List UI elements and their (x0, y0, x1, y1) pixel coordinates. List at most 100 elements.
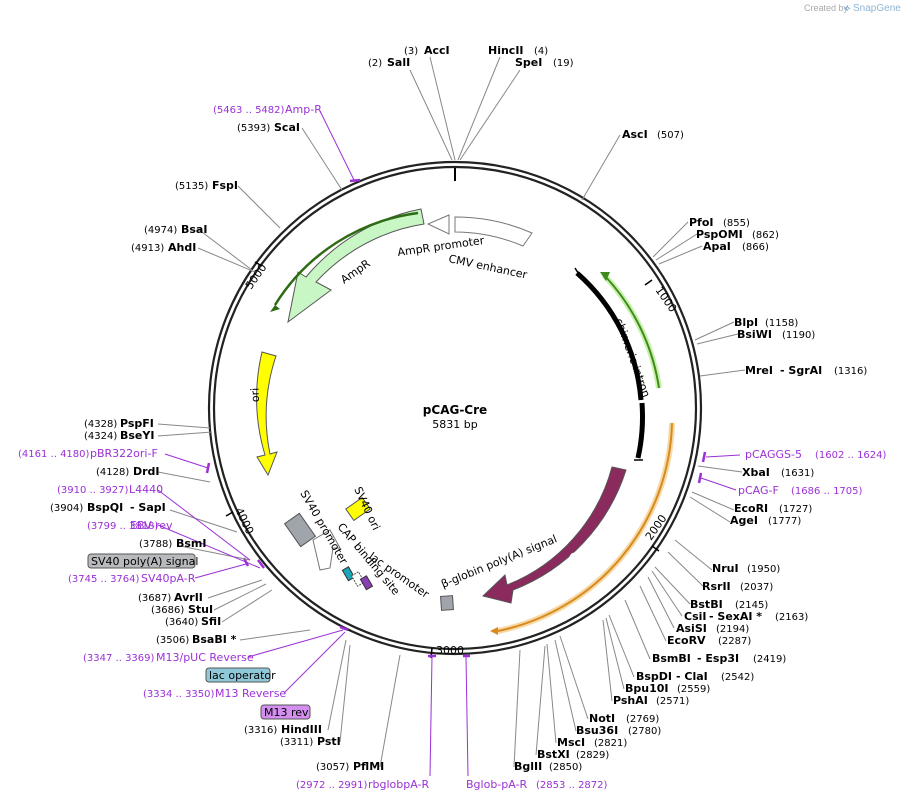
site-bspqi: BspQI (87, 501, 123, 514)
site-hindiii: HindIII (281, 723, 322, 736)
site-ecori: EcoRI (734, 502, 768, 515)
site-noti: NotI (589, 712, 615, 725)
site-scai-pos: (5393) (237, 123, 270, 134)
site-bsai-pos: (4974) (144, 225, 177, 236)
sv40-polya-badge (87, 553, 196, 569)
site-sexai: - SexAI * (709, 610, 762, 623)
lac-promoter-box (350, 571, 366, 587)
primer-sv40par: SV40pA-R (141, 572, 196, 585)
site-msci-pos: (2821) (594, 738, 627, 749)
cmv-enhancer-label: CMV enhancer (447, 252, 528, 281)
ampr-orf-line (273, 211, 419, 306)
site-pshai-pos: (2571) (656, 696, 689, 707)
site-sali: SalI (387, 56, 410, 69)
site-fspi: FspI (212, 179, 238, 192)
svg-text:3000: 3000 (436, 644, 464, 657)
site-asci: AscI (622, 128, 648, 141)
site-bstbi: BstBI (690, 598, 723, 611)
site-drdi: DrdI (133, 465, 160, 478)
cre-arrow (481, 466, 627, 604)
primer-pcagf-pos: (1686 .. 1705) (791, 486, 863, 497)
ori-label: ori (249, 388, 262, 403)
site-bsai: BsaI (181, 223, 207, 236)
site-bsmbi: BsmBI (652, 652, 691, 665)
site-csii-pos: (2163) (775, 612, 808, 623)
site-pshai: PshAI (613, 694, 648, 707)
site-pflmi: PflMI (353, 760, 384, 773)
ampr-orf-arrowhead (270, 305, 280, 312)
primer-rbglob-pos: (2972 .. 2991) (296, 780, 368, 791)
site-bstxi: BstXI (537, 748, 570, 761)
site-bsmbi-pos: (2419) (753, 654, 786, 665)
site-apai-pos: (866) (742, 242, 769, 253)
ampr-promoter-label: AmpR promoter (397, 234, 486, 259)
sv40-ori-box (345, 496, 371, 522)
site-agei: AgeI (730, 514, 758, 527)
primer-pcaggs5-pos: (1602 .. 1624) (815, 450, 887, 461)
site-bspdi-pos: (2542) (721, 672, 754, 683)
m13-rev-label: M13 rev (264, 706, 309, 719)
primer-ebvrev-pos: (3799 .. 3818) (87, 521, 159, 532)
site-pspomi: PspOMI (696, 228, 743, 241)
site-stui: StuI (188, 603, 213, 616)
site-csii: CsiI (684, 610, 706, 623)
site-sfii-pos: (3640) (165, 617, 198, 628)
site-apai: ApaI (703, 240, 731, 253)
site-nrui-pos: (1950) (747, 564, 780, 575)
site-blpi-pos: (1158) (765, 318, 798, 329)
primer-pbr322-pos: (4161 .. 4180) (18, 449, 90, 460)
site-bpu10i: Bpu10I (625, 682, 669, 695)
plasmid-name: pCAG-Cre (423, 403, 487, 417)
m13-rev-badge (260, 704, 311, 720)
site-acci-pos: (3) (404, 46, 418, 57)
sv40-polya-label: SV40 poly(A) signal (91, 555, 198, 568)
site-nrui: NruI (712, 562, 739, 575)
site-bstxi-pos: (2829) (576, 750, 609, 761)
pcagf-mark (697, 472, 703, 484)
primer-m13r: M13 Reverse (215, 687, 286, 700)
site-ahdi: AhdI (168, 241, 196, 254)
site-drdi-pos: (4128) (96, 467, 129, 478)
site-hincii: HincII (488, 44, 524, 57)
site-bsu36i-pos: (2780) (628, 726, 661, 737)
primer-ampr-pos: (5463 .. 5482) (213, 105, 285, 116)
site-sgrai-pos: (1316) (834, 366, 867, 377)
site-sfii: SfiI (201, 615, 221, 628)
site-spei-pos: (19) (553, 58, 574, 69)
site-bglii-pos: (2850) (549, 762, 582, 773)
site-esp3i: - Esp3I (697, 652, 739, 665)
sv40-promoter-box (283, 512, 317, 548)
credit-prefix: Created by (804, 3, 849, 13)
intron-green-head (600, 272, 610, 281)
site-scai: ScaI (274, 121, 300, 134)
site-psti: PstI (317, 735, 341, 748)
site-rsrii: RsrII (702, 580, 731, 593)
snapgene-icon: ⟡ (844, 3, 851, 14)
site-pspfi-pos: (4328) (84, 419, 117, 430)
m13-site-box (359, 575, 374, 591)
primer-leader-lines (157, 110, 741, 777)
site-acci: AccI (424, 44, 450, 57)
primer-pcaggs5: pCAGGS-5 (745, 448, 802, 461)
primer-m13puc-pos: (3347 .. 3369) (83, 653, 155, 664)
primer-pcagf: pCAG-F (738, 484, 779, 497)
m13puc-mark (339, 625, 349, 632)
site-ecorv-pos: (2287) (718, 636, 751, 647)
chimeric-intron-label: chimeric intron (612, 317, 653, 399)
credit-brand: SnapGene (853, 3, 901, 14)
primer-m13puc: M13/pUC Reverse (156, 651, 254, 664)
site-pfoi-pos: (855) (723, 218, 750, 229)
site-clai: - ClaI (676, 670, 708, 683)
primer-bglob: Bglob-pA-R (466, 778, 528, 791)
primer-ebvrev: EBV-rev (130, 519, 173, 532)
primer-ampr: Amp-R (285, 103, 322, 116)
chimeric-intron-bar-2 (635, 402, 645, 459)
site-asisi-pos: (2194) (716, 624, 749, 635)
site-pspomi-pos: (862) (752, 230, 779, 241)
site-bsiwi-pos: (1190) (782, 330, 815, 341)
ori-arrow (256, 351, 278, 477)
site-bsiwi: BsiWI (737, 328, 772, 341)
ampr-label: AmpR (338, 257, 373, 287)
site-ecori-pos: (1727) (779, 504, 812, 515)
site-asisi: AsiSI (676, 622, 707, 635)
